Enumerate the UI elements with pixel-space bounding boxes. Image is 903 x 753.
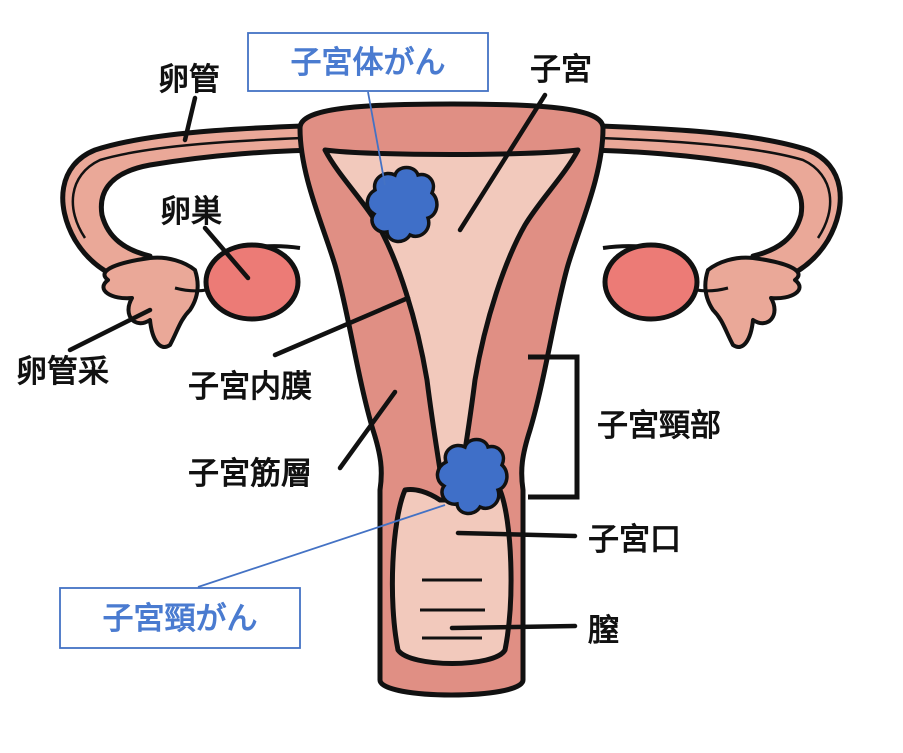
label-cervical-os: 子宮口 [588, 522, 681, 558]
leader-fallopian-tube [182, 95, 198, 143]
vaginal-rugae [420, 578, 485, 640]
callout-line-cervical [197, 504, 446, 588]
label-vagina: 膣 [588, 613, 619, 649]
ovary-right [602, 242, 700, 322]
endometrial-tumor [365, 165, 439, 244]
cervical-tumor [435, 437, 509, 516]
leader-myometrium [337, 389, 398, 471]
leader-fimbriae [67, 307, 153, 353]
leader-lines [67, 92, 578, 631]
label-cervical-cancer: 子宮頸がん [103, 601, 258, 637]
callout-line-endometrial [367, 91, 386, 186]
label-fimbriae: 卵管采 [16, 354, 109, 390]
label-endometrium: 子宮内膜 [188, 369, 312, 405]
leader-uterus [457, 92, 548, 233]
callout-cervical-cancer: 子宮頸がん [59, 587, 301, 649]
label-fallopian-tube: 卵管 [158, 62, 220, 98]
ovary-left [203, 242, 301, 322]
callout-endometrial-cancer: 子宮体がん [247, 32, 489, 92]
leader-cervical-os [455, 530, 578, 539]
label-cervix: 子宮頸部 [597, 408, 721, 444]
label-ovary: 卵巣 [160, 194, 222, 230]
leader-vagina [449, 623, 578, 631]
fimbriae-right [687, 255, 802, 349]
label-endometrial-cancer: 子宮体がん [291, 45, 446, 81]
label-myometrium: 子宮筋層 [188, 456, 312, 492]
fimbriae-left [101, 255, 216, 349]
cervix-bracket [528, 354, 580, 500]
callout-lines [197, 91, 446, 588]
leader-endometrium [272, 295, 411, 358]
leader-ovary [202, 225, 251, 281]
label-uterus: 子宮 [530, 52, 592, 88]
